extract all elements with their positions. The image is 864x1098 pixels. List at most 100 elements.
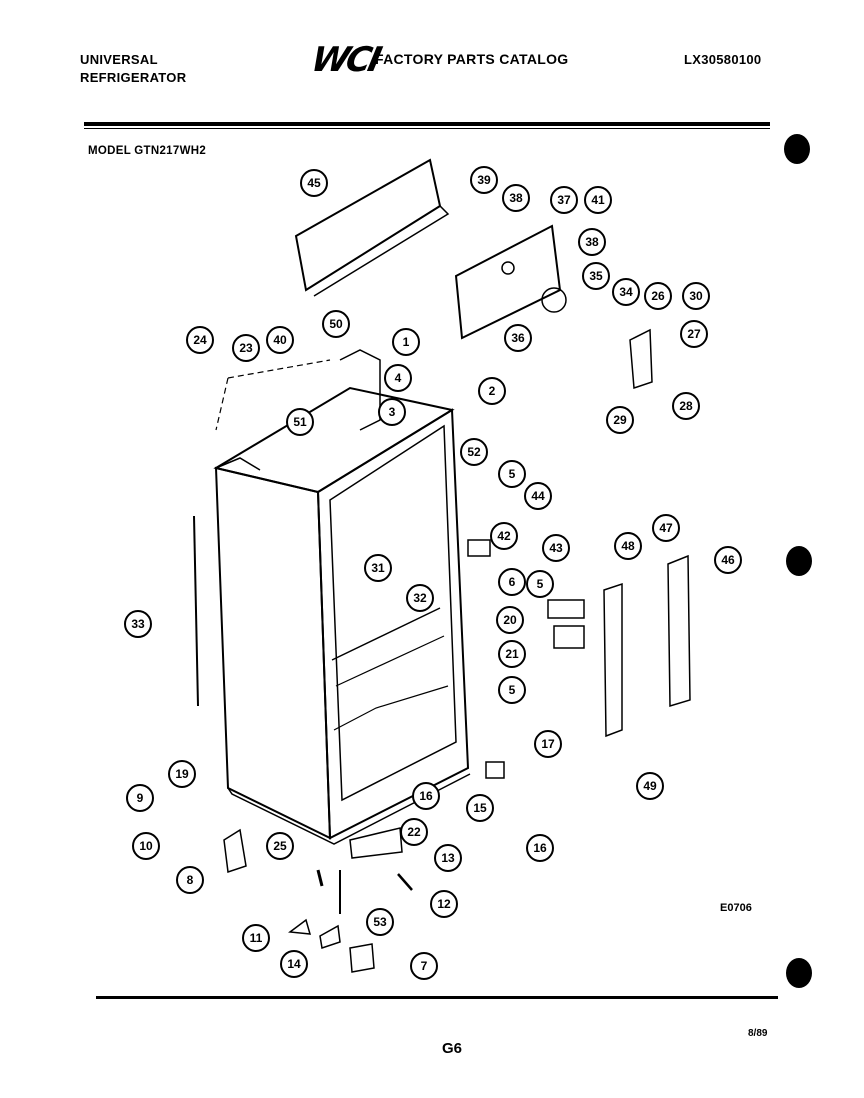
callout-number: 19: [175, 767, 189, 781]
callout-circle: [300, 169, 328, 197]
callout-number: 32: [413, 591, 427, 605]
callout-5: 5: [498, 460, 526, 488]
callout-number: 13: [441, 851, 455, 865]
callout-circle: [542, 534, 570, 562]
page-number: G6: [442, 1040, 463, 1057]
callout-circle: [430, 890, 458, 918]
callout-circle: [176, 866, 204, 894]
callout-20: 20: [496, 606, 524, 634]
callout-26: 26: [644, 282, 672, 310]
callout-circle: [680, 320, 708, 348]
callout-number: 43: [549, 541, 563, 555]
cabinet-top: [213, 386, 455, 494]
callout-circle: [266, 326, 294, 354]
callout-number: 24: [193, 333, 207, 347]
callout-number: 27: [687, 327, 701, 341]
callout-number: 26: [651, 289, 665, 303]
callout-circle: [526, 834, 554, 862]
callout-circle: [384, 364, 412, 392]
callout-circle: [378, 398, 406, 426]
callout-number: 15: [473, 801, 487, 815]
shelf-rail-left: [603, 582, 623, 738]
callout-circle: [168, 760, 196, 788]
callout-circle: [652, 514, 680, 542]
callout-number: 36: [511, 331, 525, 345]
callout-38: 38: [578, 228, 606, 256]
callout-number: 3: [389, 405, 396, 419]
catalog-title: FACTORY PARTS CATALOG: [375, 51, 569, 67]
callout-number: 31: [371, 561, 385, 575]
callout-39: 39: [470, 166, 498, 194]
brand-product: REFRIGERATOR: [80, 70, 187, 85]
callout-number: 16: [533, 841, 547, 855]
callout-8: 8: [176, 866, 204, 894]
callout-circle: [322, 310, 350, 338]
callout-2: 2: [478, 377, 506, 405]
callout-circle: [582, 262, 610, 290]
callout-circle: [636, 772, 664, 800]
callout-11: 11: [242, 924, 270, 952]
cabinet-opening: [329, 424, 457, 802]
callout-number: 17: [541, 737, 555, 751]
callout-32: 32: [406, 584, 434, 612]
callout-14: 14: [280, 950, 308, 978]
callout-50: 50: [322, 310, 350, 338]
callout-number: 1: [403, 335, 410, 349]
footer-rule: [96, 996, 778, 999]
callout-number: 14: [287, 957, 301, 971]
callout-49: 49: [636, 772, 664, 800]
callout-number: 37: [557, 193, 571, 207]
callout-circle: [470, 166, 498, 194]
callout-10: 10: [132, 832, 160, 860]
control-housing: [454, 224, 562, 340]
callout-47: 47: [652, 514, 680, 542]
callout-circle: [286, 408, 314, 436]
header-rule-thin: [84, 128, 770, 129]
callout-number: 7: [421, 959, 428, 973]
callout-number: 22: [407, 825, 421, 839]
callout-number: 16: [419, 789, 433, 803]
thermostat-knob: [541, 287, 567, 313]
callout-circle: [126, 784, 154, 812]
callout-7: 7: [410, 952, 438, 980]
binder-hole-icon: [786, 958, 812, 988]
callout-circle: [460, 438, 488, 466]
callout-5: 5: [526, 570, 554, 598]
callout-23: 23: [232, 334, 260, 362]
bracket-part: [467, 539, 491, 557]
callout-circle: [498, 460, 526, 488]
callout-circle: [496, 606, 524, 634]
callout-circle: [614, 532, 642, 560]
callout-number: 10: [139, 839, 153, 853]
callout-number: 51: [293, 415, 307, 429]
callout-number: 35: [589, 269, 603, 283]
callout-circle: [392, 328, 420, 356]
callout-35: 35: [582, 262, 610, 290]
callout-number: 6: [509, 575, 516, 589]
callout-circle: [498, 640, 526, 668]
callout-41: 41: [584, 186, 612, 214]
callout-circle: [534, 730, 562, 758]
callout-5: 5: [498, 676, 526, 704]
catalog-number: LX30580100: [684, 52, 762, 67]
crisper-roller: [553, 625, 585, 649]
callout-15: 15: [466, 794, 494, 822]
model-label: MODEL GTN217WH2: [88, 145, 207, 157]
callout-30: 30: [682, 282, 710, 310]
callout-31: 31: [364, 554, 392, 582]
callout-number: 5: [509, 683, 516, 697]
callout-circle: [410, 952, 438, 980]
callout-number: 25: [273, 839, 287, 853]
drain-tube: [193, 515, 199, 707]
callout-number: 12: [437, 897, 451, 911]
callout-43: 43: [542, 534, 570, 562]
callout-4: 4: [384, 364, 412, 392]
brand-name: UNIVERSAL: [80, 52, 158, 67]
callout-number: 33: [131, 617, 145, 631]
callout-53: 53: [366, 908, 394, 936]
revision-date: 8/89: [748, 1028, 768, 1039]
roller-bracket: [485, 761, 505, 779]
callout-circle: [498, 568, 526, 596]
callout-circle: [186, 326, 214, 354]
